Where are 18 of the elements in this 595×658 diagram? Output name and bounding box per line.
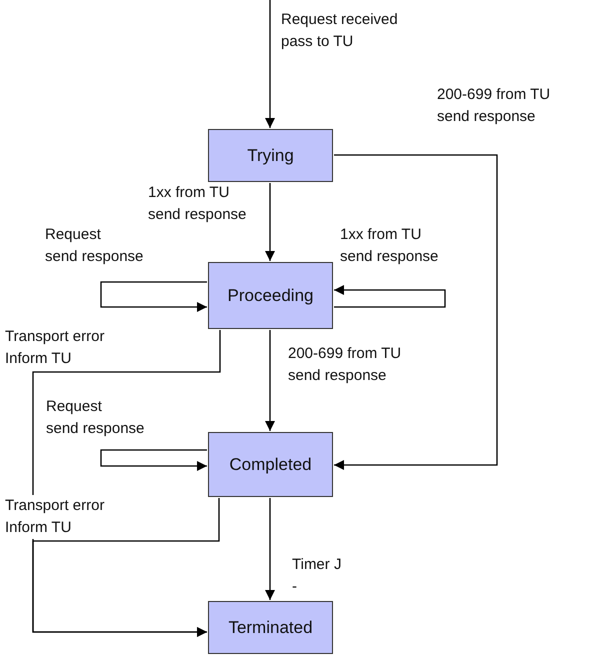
arrow — [265, 0, 275, 128]
state-box — [208, 129, 333, 182]
edge-label: Transport error Inform TU — [5, 495, 104, 539]
state-box — [208, 601, 333, 654]
arrow — [334, 154, 498, 470]
state-name: Completed — [229, 454, 312, 474]
arrow — [265, 183, 275, 261]
state-name: Terminated — [228, 618, 313, 638]
arrow — [100, 281, 207, 312]
state-name: Proceeding — [227, 286, 314, 306]
arrow — [265, 330, 275, 431]
arrow — [265, 498, 275, 600]
state-box — [208, 262, 333, 329]
state-name: Trying — [247, 146, 294, 166]
arrow — [100, 449, 207, 471]
arrow — [32, 498, 220, 637]
state-box — [208, 432, 333, 497]
arrow — [334, 285, 446, 308]
